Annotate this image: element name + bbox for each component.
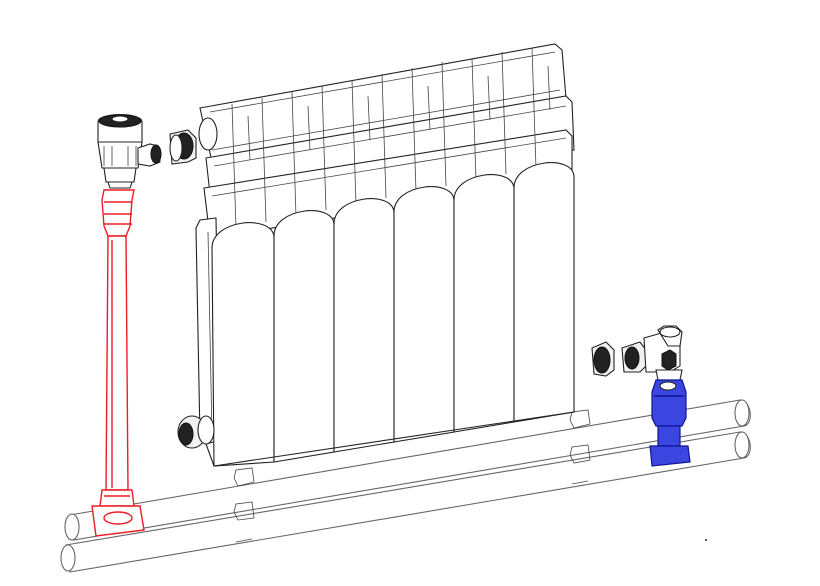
radiator-section-6 [513, 162, 575, 423]
return-union-coupling [591, 341, 615, 377]
supply-valve-icon [97, 113, 162, 189]
radiator-front-sections [211, 162, 575, 467]
radiator-top-plug [198, 117, 218, 151]
supply-union-coupling [169, 129, 197, 165]
radiator-section-2 [273, 210, 335, 463]
floor-pipe-front [60, 431, 751, 573]
radiator-section-1 [211, 222, 275, 467]
radiator-header-fins [231, 47, 551, 229]
floor-pipes [60, 399, 751, 573]
return-valve-assembly [591, 325, 691, 467]
radiator-section-5 [453, 174, 515, 433]
pipe-clips [233, 409, 591, 543]
radiator-section-4 [393, 186, 455, 443]
supply-riser-pipe [91, 189, 145, 537]
radiator-section-3 [333, 198, 395, 453]
return-valve-icon [621, 325, 683, 381]
return-riser-pipe [649, 379, 691, 467]
supply-valve-assembly [91, 113, 197, 537]
stray-mark [705, 539, 707, 541]
floor-pipe-rear [64, 399, 751, 541]
radiator [177, 43, 575, 467]
radiator-bottom-plug-icon [177, 415, 215, 449]
